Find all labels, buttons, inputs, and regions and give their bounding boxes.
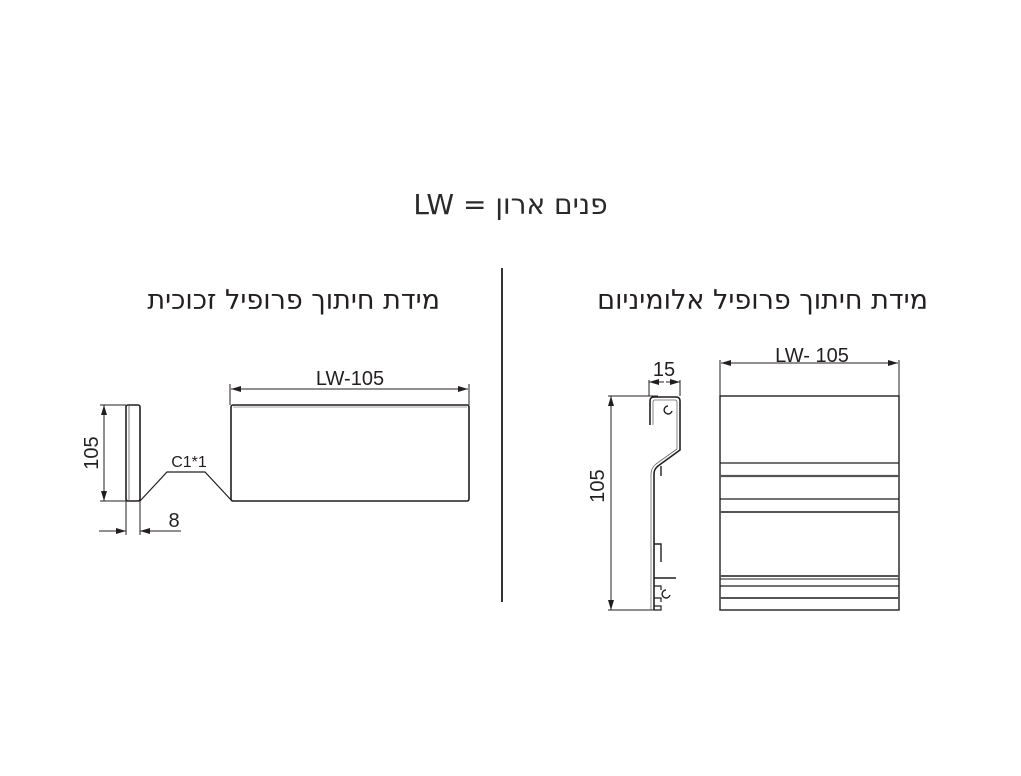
- glass-profile-drawing: [99, 384, 470, 535]
- glass-profile-title: מידת חיתוך פרופיל זכוכית: [147, 285, 440, 316]
- aluminum-profile-title: מידת חיתוך פרופיל אלומיניום: [597, 285, 928, 316]
- aluminum-width-dimension: LW- 105: [775, 345, 849, 367]
- aluminum-profile-section-drawing: [608, 379, 681, 611]
- glass-width-dimension: LW-105: [316, 368, 384, 390]
- glass-thickness-dimension: 8: [168, 510, 179, 532]
- glass-height-dimension: 105: [81, 436, 103, 469]
- chamfer-label: C1*1: [171, 454, 207, 471]
- aluminum-depth-dimension: 15: [653, 359, 675, 381]
- aluminum-profile-face-drawing: [719, 360, 900, 611]
- page-title: LW = פנים ארון: [413, 188, 608, 221]
- aluminum-height-dimension: 105: [587, 469, 609, 502]
